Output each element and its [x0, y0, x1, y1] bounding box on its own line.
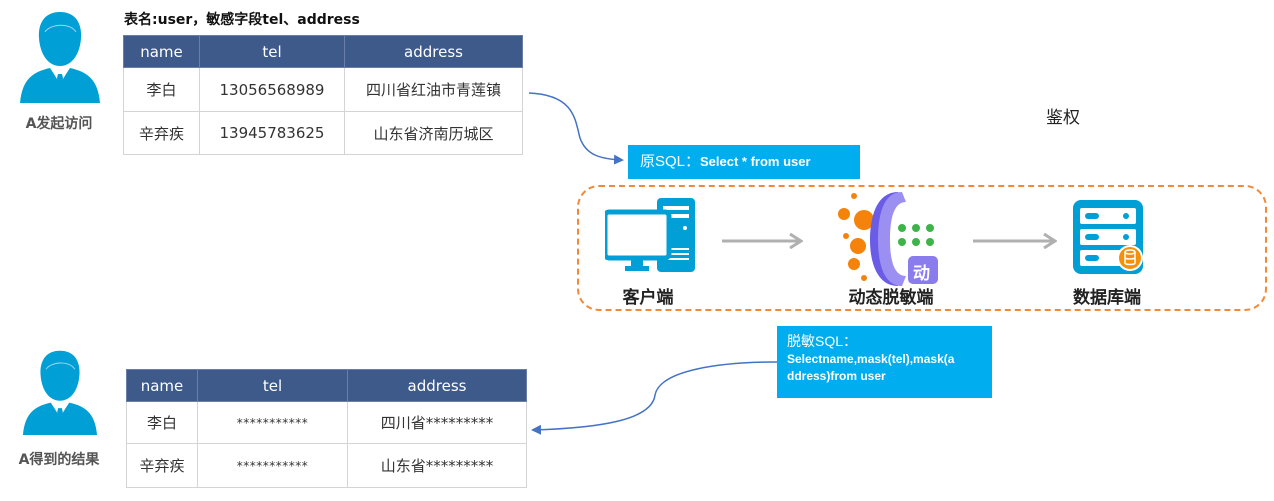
cell-address-masked: 四川省*********: [347, 401, 527, 444]
original-sql-prefix: 原SQL：: [640, 153, 701, 170]
table-row: 李白 13056568989 四川省红油市青莲镇: [123, 67, 523, 112]
cell-tel: 13056568989: [199, 67, 345, 112]
result-person-icon: [20, 347, 100, 439]
cell-address-masked: 山东省*********: [347, 443, 527, 488]
result-connector-arrow: [531, 361, 778, 435]
column-header: tel: [197, 369, 348, 402]
column-header: name: [123, 35, 200, 68]
table-row: 辛弃疾 13945783625 山东省济南历城区: [123, 111, 523, 155]
cell-name: 辛弃疾: [126, 443, 198, 488]
masking-badge: 动: [913, 264, 930, 284]
database-node-label: 数据库端: [1073, 288, 1141, 308]
table-row: 辛弃疾 *********** 山东省*********: [126, 443, 527, 488]
masked-sql-prefix: 脱敏SQL：: [787, 333, 858, 349]
cell-name: 李白: [123, 67, 200, 112]
requester-person-icon: [20, 8, 100, 107]
masking-node-label: 动态脱敏端: [848, 288, 934, 308]
masked-result-table: name tel address 李白 *********** 四川省*****…: [126, 369, 527, 488]
dynamic-masking-icon: 动: [836, 190, 946, 292]
cell-address: 山东省济南历城区: [344, 111, 523, 155]
requester-label: A发起访问: [25, 116, 93, 132]
auth-label: 鉴权: [1046, 108, 1080, 128]
cell-tel: 13945783625: [199, 111, 345, 155]
table-header-row: name tel address: [123, 35, 523, 68]
masked-sql-line1: Selectname,mask(tel),mask(a: [787, 352, 955, 366]
column-header: address: [347, 369, 527, 402]
cell-tel-masked: ***********: [197, 443, 348, 488]
request-connector-arrow: [528, 92, 624, 165]
pipeline-container: [577, 185, 1267, 311]
database-server-icon: [1073, 200, 1145, 280]
masked-sql-box: 脱敏SQL： Selectname,mask(tel),mask(a ddres…: [777, 326, 992, 398]
cell-tel-masked: ***********: [197, 401, 348, 444]
cell-name: 李白: [126, 401, 198, 444]
column-header: tel: [199, 35, 345, 68]
column-header: address: [344, 35, 523, 68]
cell-address: 四川省红油市青莲镇: [344, 67, 523, 112]
original-data-table: name tel address 李白 13056568989 四川省红油市青莲…: [123, 35, 523, 155]
table-header-row: name tel address: [126, 369, 527, 402]
table-row: 李白 *********** 四川省*********: [126, 401, 527, 444]
column-header: name: [126, 369, 198, 402]
result-label: A得到的结果: [18, 452, 100, 468]
original-sql-box: 原SQL：Select * from user: [628, 145, 860, 179]
original-sql-query: Select * from user: [700, 154, 811, 169]
computer-icon: [602, 198, 697, 280]
cell-name: 辛弃疾: [123, 111, 200, 155]
client-node-label: 客户端: [622, 288, 674, 308]
table-title: 表名:user，敏感字段tel、address: [124, 12, 360, 28]
masked-sql-line2: ddress)from user: [787, 369, 886, 383]
